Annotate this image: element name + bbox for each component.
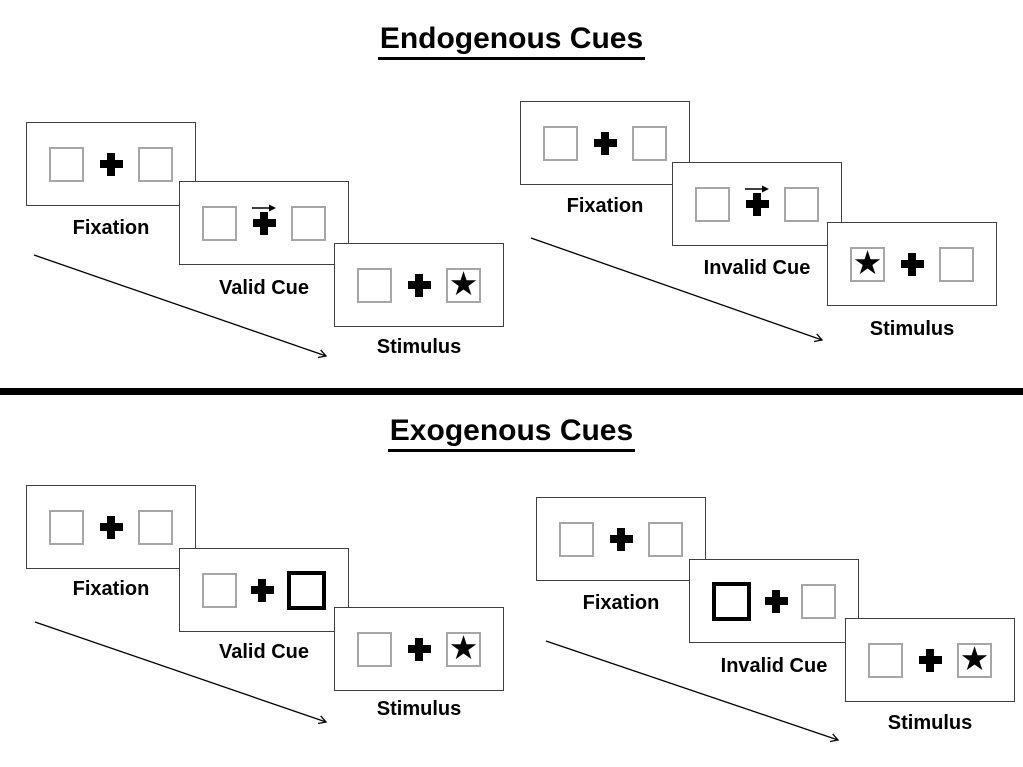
section-title-text: Exogenous Cues — [387, 414, 636, 452]
section-title-text: Endogenous Cues — [377, 22, 646, 60]
fixation-cross-icon — [252, 211, 276, 235]
valid-cue-panel — [179, 181, 349, 265]
fixation-cross-icon — [900, 252, 924, 276]
fixation-cross-icon — [407, 637, 431, 661]
fixation-cross-icon — [609, 527, 633, 551]
stimulus-label: Stimulus — [869, 318, 955, 340]
invalid-cue-panel — [689, 559, 859, 643]
right-placeholder-box: ★ — [446, 264, 481, 303]
stimulus-panel: ★ — [845, 618, 1015, 702]
stimulus-label: Stimulus — [887, 712, 973, 734]
valid-cue-panel — [179, 548, 349, 632]
fixation-label: Fixation — [582, 592, 660, 614]
left-placeholder-box — [868, 642, 903, 678]
stimulus-panel: ★ — [334, 243, 504, 327]
left-placeholder-box — [49, 509, 84, 545]
fixation-panel — [520, 101, 690, 185]
fixation-cross-icon — [918, 648, 942, 672]
fixation-panel — [536, 497, 706, 581]
invalid-cue-label: Invalid Cue — [703, 257, 811, 279]
fixation-cross-icon — [764, 589, 788, 613]
left-placeholder-box — [357, 267, 392, 303]
left-placeholder-box — [695, 186, 730, 222]
right-placeholder-box — [801, 583, 836, 619]
left-placeholder-box — [202, 572, 237, 608]
fixation-cross-icon — [745, 192, 769, 216]
fixation-label: Fixation — [72, 578, 150, 600]
invalid-cue-panel — [672, 162, 842, 246]
right-placeholder-box: ★ — [957, 639, 992, 678]
right-arrow-cue-icon — [252, 204, 276, 212]
time-arrow-endogenous-invalid — [530, 237, 824, 343]
right-placeholder-box — [291, 205, 326, 241]
section-title-endogenous: Endogenous Cues — [0, 22, 1023, 60]
left-placeholder-box: ★ — [850, 243, 885, 282]
right-placeholder-box: ★ — [446, 628, 481, 667]
stimulus-label: Stimulus — [376, 698, 462, 720]
valid-cue-label: Valid Cue — [218, 641, 310, 663]
section-title-exogenous: Exogenous Cues — [0, 414, 1023, 452]
right-placeholder-box — [138, 146, 173, 182]
star-icon: ★ — [852, 243, 883, 282]
left-placeholder-box — [357, 631, 392, 667]
fixation-cross-icon — [250, 578, 274, 602]
fixation-panel — [26, 485, 196, 569]
valid-cue-label: Valid Cue — [218, 277, 310, 299]
left-placeholder-box — [543, 125, 578, 161]
star-icon: ★ — [448, 264, 479, 303]
fixation-cross-icon — [593, 131, 617, 155]
time-arrow-endogenous-valid — [33, 254, 328, 359]
fixation-cross-icon — [99, 515, 123, 539]
fixation-label: Fixation — [566, 195, 644, 217]
left-placeholder-box — [49, 146, 84, 182]
fixation-label: Fixation — [72, 217, 150, 239]
right-placeholder-box — [648, 521, 683, 557]
fixation-panel — [26, 122, 196, 206]
fixation-cross-icon — [407, 273, 431, 297]
right-arrow-cue-icon — [745, 185, 769, 193]
time-arrow-exogenous-valid — [34, 621, 328, 725]
right-placeholder-box — [939, 246, 974, 282]
highlighted-cue-box — [287, 570, 326, 610]
stimulus-label: Stimulus — [376, 336, 462, 358]
stimulus-panel: ★ — [827, 222, 997, 306]
highlighted-cue-box — [712, 581, 751, 621]
right-placeholder-box — [632, 125, 667, 161]
section-divider — [0, 388, 1023, 395]
right-placeholder-box — [138, 509, 173, 545]
invalid-cue-label: Invalid Cue — [720, 655, 828, 677]
star-icon: ★ — [448, 628, 479, 667]
right-placeholder-box — [784, 186, 819, 222]
left-placeholder-box — [202, 205, 237, 241]
stimulus-panel: ★ — [334, 607, 504, 691]
left-placeholder-box — [559, 521, 594, 557]
star-icon: ★ — [959, 639, 990, 678]
fixation-cross-icon — [99, 152, 123, 176]
